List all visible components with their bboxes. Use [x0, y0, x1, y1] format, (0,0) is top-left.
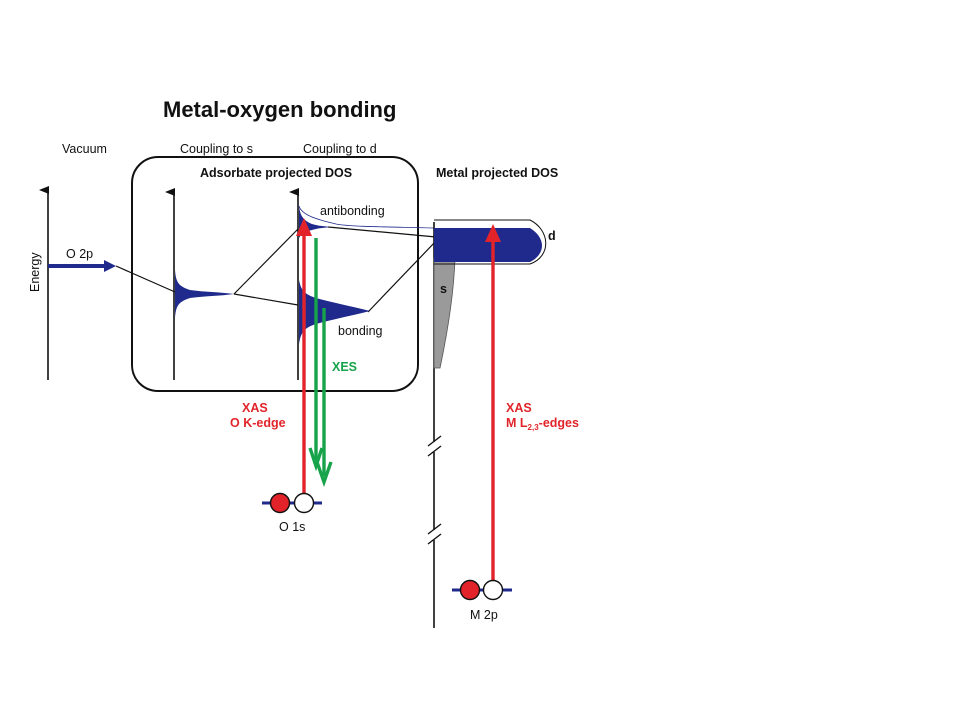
diagram-title: Metal-oxygen bonding [163, 97, 396, 122]
column-label-coupling-d: Coupling to d [303, 142, 377, 156]
connector-bonding-to-d-band [367, 240, 437, 313]
xas-o-k-edge-arrow-head [296, 218, 312, 236]
m2p-label: M 2p [470, 608, 498, 622]
m2p-filled-electron [459, 579, 481, 601]
s-coupled-peak [175, 270, 234, 318]
s-band [433, 257, 456, 369]
connector-s-peak-to-bonding [233, 293, 299, 306]
o1s-empty-hole [293, 492, 315, 514]
d-band-label: d [548, 229, 556, 243]
m2p-empty-hole [482, 579, 504, 601]
s-band-label: s [440, 282, 447, 296]
o2p-label: O 2p [66, 247, 93, 261]
xes-label: XES [332, 360, 357, 374]
axis-break-mark-1a [427, 435, 442, 447]
bonding-peak [299, 280, 370, 344]
axis-break-mark-1b [427, 445, 442, 457]
antibonding-tail [298, 205, 435, 229]
xas-m-label-line1: XAS [506, 401, 532, 415]
d-band-outline [434, 219, 547, 265]
connector-o2p-to-s-peak [115, 265, 176, 293]
bonding-label: bonding [338, 324, 383, 338]
xas-o-label-line2: O K-edge [230, 416, 286, 430]
d-band [434, 228, 542, 262]
o2p-level [48, 260, 116, 272]
connector-antibonding-to-d-band [327, 226, 437, 238]
axis-break-mark-2b [427, 533, 442, 545]
adsorbate-dos-box [131, 156, 419, 392]
xas-m-l23-arrow-head [485, 224, 501, 242]
energy-axis-label: Energy [28, 252, 42, 292]
connector-s-peak-to-antibonding [233, 228, 299, 295]
column-label-coupling-s: Coupling to s [180, 142, 253, 156]
axis-break-mark-2a [427, 523, 442, 535]
xes-arrow-1-head [308, 447, 324, 472]
o1s-label: O 1s [279, 520, 305, 534]
xas-m-label-line2: M L2,3-edges [506, 416, 579, 432]
adsorbate-dos-label: Adsorbate projected DOS [200, 166, 352, 180]
metal-dos-label: Metal projected DOS [436, 166, 558, 180]
xes-arrows [308, 238, 333, 488]
xes-arrow-2-head [315, 461, 333, 488]
column-label-vacuum: Vacuum [62, 142, 107, 156]
xas-o-label-line1: XAS [242, 401, 268, 415]
antibonding-label: antibonding [320, 204, 385, 218]
o1s-core-level [262, 492, 322, 514]
o1s-filled-electron [269, 492, 291, 514]
m2p-core-level [452, 579, 512, 601]
